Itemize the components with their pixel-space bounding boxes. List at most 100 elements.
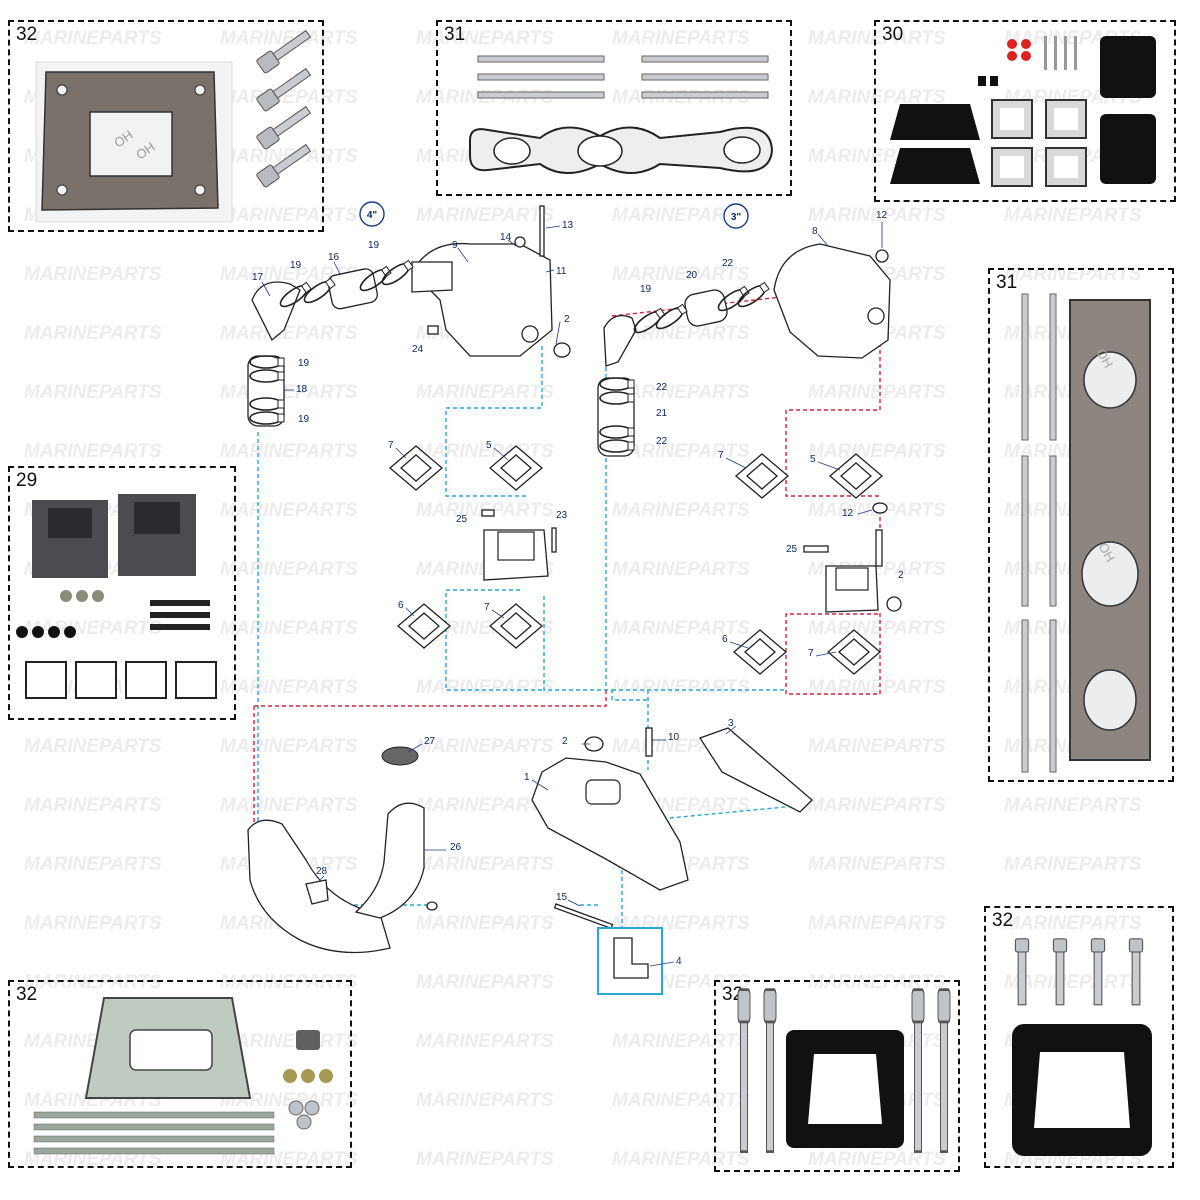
watermark-text: MARINEPARTS xyxy=(612,323,750,344)
kit-number: 31 xyxy=(996,272,1018,293)
kit-number: 32 xyxy=(16,24,38,45)
callout-28: 28 xyxy=(316,866,328,877)
callout-16: 16 xyxy=(328,252,340,263)
watermark-text: MARINEPARTS xyxy=(1004,854,1142,875)
leader-lines xyxy=(261,222,883,967)
callout-14: 14 xyxy=(500,232,512,243)
watermark-text: MARINEPARTS xyxy=(612,500,750,521)
callout-12: 12 xyxy=(842,508,854,519)
watermark-text: MARINEPARTS xyxy=(808,618,946,639)
watermark-text: MARINEPARTS xyxy=(612,559,750,580)
kit-number: 32 xyxy=(16,984,38,1005)
callout-22: 22 xyxy=(656,382,668,393)
kit-top-left: 32 xyxy=(8,20,324,232)
kit29-parts xyxy=(16,494,217,699)
watermark-text: MARINEPARTS xyxy=(416,205,554,226)
assembly-4inch xyxy=(247,205,571,649)
kit-left-mid: 29 xyxy=(8,466,236,720)
callout-26: 26 xyxy=(450,842,462,853)
watermark-text: MARINEPARTS xyxy=(24,972,162,993)
kit32b-parts xyxy=(33,997,333,1155)
kit-top-center: 31 xyxy=(436,20,792,196)
callout-2: 2 xyxy=(562,736,568,747)
watermark-text: MARINEPARTS xyxy=(808,382,946,403)
callout-19: 19 xyxy=(290,260,302,271)
callout-1: 1 xyxy=(524,772,530,783)
watermark-text: MARINEPARTS xyxy=(416,795,554,816)
watermark-text: MARINEPARTS xyxy=(612,441,750,462)
watermark-text: MARINEPARTS xyxy=(416,382,554,403)
kit-number: 30 xyxy=(882,24,904,45)
callout-9: 9 xyxy=(452,240,458,251)
callout-19: 19 xyxy=(368,240,380,251)
watermark-text: MARINEPARTS xyxy=(1004,205,1142,226)
watermark-text: MARINEPARTS xyxy=(808,28,946,49)
watermark-text: MARINEPARTS xyxy=(808,913,946,934)
callout-24: 24 xyxy=(412,344,424,355)
size-badge-3in: 3" xyxy=(723,203,749,229)
watermark-text: MARINEPARTS xyxy=(416,677,554,698)
callout-17: 17 xyxy=(252,272,264,283)
kit-number: 31 xyxy=(444,24,466,45)
callout-22: 22 xyxy=(656,436,668,447)
watermark-text: MARINEPARTS xyxy=(1004,913,1142,934)
callout-23: 23 xyxy=(556,510,568,521)
callout-6: 6 xyxy=(398,600,404,611)
callout-22: 22 xyxy=(722,258,734,269)
watermark-text: MARINEPARTS xyxy=(1004,795,1142,816)
watermark-text: MARINEPARTS xyxy=(416,913,554,934)
callout-12: 12 xyxy=(876,210,888,221)
watermark-text: MARINEPARTS xyxy=(808,87,946,108)
callout-10: 10 xyxy=(668,732,680,743)
watermark-text: MARINEPARTS xyxy=(220,441,358,462)
watermark-text: MARINEPARTS xyxy=(416,28,554,49)
kit32d-parts xyxy=(1012,938,1152,1156)
watermark-text: MARINEPARTS xyxy=(24,913,162,934)
watermark-text: MARINEPARTS xyxy=(416,1031,554,1052)
callout-2: 2 xyxy=(898,570,904,581)
watermark-text: MARINEPARTS xyxy=(220,323,358,344)
callout-27: 27 xyxy=(424,736,436,747)
callout-2: 2 xyxy=(564,314,570,325)
watermark-text: MARINEPARTS xyxy=(220,500,358,521)
kit32-gasket-plate: OH OH xyxy=(35,61,233,223)
watermark-text: MARINEPARTS xyxy=(808,854,946,875)
callout-8: 8 xyxy=(812,226,818,237)
watermark-text: MARINEPARTS xyxy=(808,677,946,698)
watermark-text: MARINEPARTS xyxy=(808,1149,946,1170)
callout-19: 19 xyxy=(640,284,652,295)
watermark-text: MARINEPARTS xyxy=(24,441,162,462)
watermark-text: MARINEPARTS xyxy=(612,382,750,403)
callout-4: 4 xyxy=(676,956,682,967)
callout-7: 7 xyxy=(388,440,394,451)
callout-7: 7 xyxy=(718,450,724,461)
callouts: 1 2 2 2 3 4 5 5 6 6 7 7 7 7 8 9 10 11 12… xyxy=(252,210,904,967)
callout-19: 19 xyxy=(298,414,310,425)
watermark-text: MARINEPARTS xyxy=(24,382,162,403)
watermark-text: MARINEPARTS xyxy=(416,972,554,993)
watermark-text: MARINEPARTS xyxy=(24,28,162,49)
watermark-text: MARINEPARTS xyxy=(24,323,162,344)
callout-25: 25 xyxy=(456,514,468,525)
assembly-lower xyxy=(247,727,813,995)
watermark-text: MARINEPARTS xyxy=(220,559,358,580)
callout-5: 5 xyxy=(486,440,492,451)
watermark-text: MARINEPARTS xyxy=(24,736,162,757)
watermark-text: MARINEPARTS xyxy=(612,205,750,226)
watermark-text: MARINEPARTS xyxy=(1004,972,1142,993)
watermark-text: MARINEPARTS xyxy=(24,795,162,816)
kit32-bolts xyxy=(255,26,314,189)
callout-13: 13 xyxy=(562,220,574,231)
kit-right-tall: 31 xyxy=(988,268,1174,782)
callout-6: 6 xyxy=(722,634,728,645)
callout-18: 18 xyxy=(296,384,308,395)
callout-20: 20 xyxy=(686,270,698,281)
callout-7: 7 xyxy=(484,602,490,613)
watermark-text: MARINEPARTS xyxy=(220,1090,358,1111)
kit31-studs xyxy=(477,55,769,99)
watermark-text: MARINEPARTS xyxy=(808,441,946,462)
callout-15: 15 xyxy=(556,892,568,903)
kit31-tall-parts: OH OH xyxy=(1021,293,1151,773)
assembly-3inch xyxy=(597,243,902,675)
